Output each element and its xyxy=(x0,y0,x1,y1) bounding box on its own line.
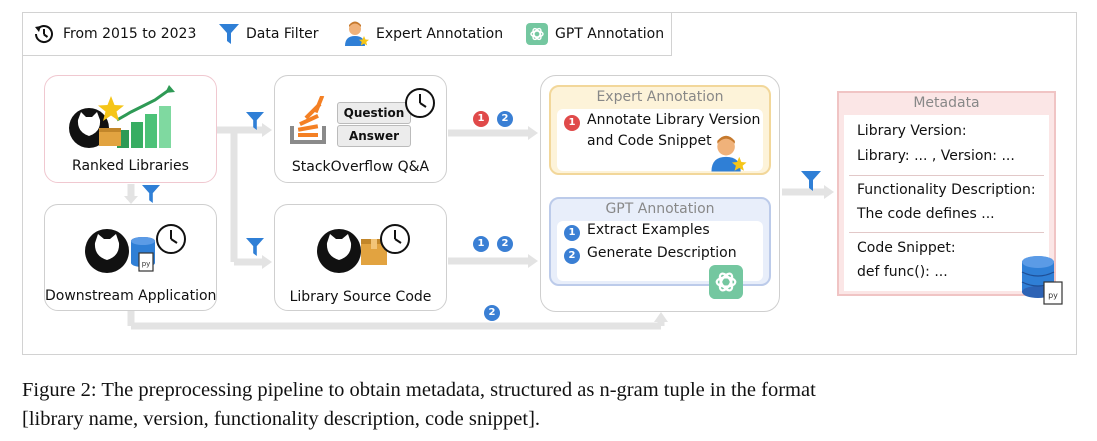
metadata-panel: Metadata Library Version: Library: ... ,… xyxy=(837,91,1056,296)
filter-funnel-icon xyxy=(246,238,264,256)
library-source-code-node: Library Source Code xyxy=(274,204,447,311)
caption-line-1: Figure 2: The preprocessing pipeline to … xyxy=(22,379,816,401)
downstream-application-label: Downstream Application xyxy=(45,288,217,304)
expert-person-icon xyxy=(711,135,747,172)
svg-text:py: py xyxy=(142,260,151,268)
gpt-step1-label: Extract Examples xyxy=(587,222,710,238)
metadata-line: Functionality Description: xyxy=(857,182,1036,198)
filter-funnel-icon xyxy=(246,112,264,130)
legend-gpt-label: GPT Annotation xyxy=(555,26,665,42)
annotation-container: Expert Annotation 1 Annotate Library Ver… xyxy=(540,75,780,312)
gpt-step2-label: Generate Description xyxy=(587,245,737,261)
metadata-line: Library Version: xyxy=(857,123,967,139)
expert-step1-label-cont: and Code Snippet xyxy=(587,133,712,149)
ranked-libraries-node: Ranked Libraries xyxy=(44,75,217,183)
metadata-line: The code defines ... xyxy=(857,206,995,222)
metadata-divider xyxy=(849,175,1044,176)
filter-funnel-icon xyxy=(219,24,239,44)
ranked-libraries-label: Ranked Libraries xyxy=(72,158,189,174)
filter-funnel-icon xyxy=(142,185,160,203)
expert-person-icon xyxy=(345,21,369,46)
expert-step1-label: Annotate Library Version xyxy=(587,112,761,128)
clock-history-icon xyxy=(34,25,53,43)
legend-filter-label: Data Filter xyxy=(246,26,319,42)
stackoverflow-label: StackOverflow Q&A xyxy=(291,159,430,175)
step-badge-2: 2 xyxy=(564,248,580,264)
github-app-icon: py xyxy=(85,224,186,273)
question-tag: Question xyxy=(337,102,411,124)
stackoverflow-node: Question Answer StackOverflow Q&A xyxy=(274,75,447,183)
step-badge-1: 1 xyxy=(473,236,489,252)
figure-caption: Figure 2: The preprocessing pipeline to … xyxy=(22,376,1082,434)
stackoverflow-logo-icon xyxy=(290,96,326,144)
metadata-inner xyxy=(844,115,1049,291)
gpt-logo-icon xyxy=(709,265,743,299)
legend-expert-label: Expert Annotation xyxy=(376,26,504,42)
legend-filter: Data Filter xyxy=(219,13,319,55)
filter-funnel-icon xyxy=(801,171,821,191)
svg-text:py: py xyxy=(1048,291,1058,300)
expert-panel-title: Expert Annotation xyxy=(596,89,724,105)
github-ranking-icon xyxy=(69,85,175,148)
answer-tag: Answer xyxy=(337,125,411,147)
legend-expert: Expert Annotation xyxy=(345,13,503,55)
metadata-divider xyxy=(849,232,1044,233)
legend-time: From 2015 to 2023 xyxy=(32,13,196,55)
step-badge-2: 2 xyxy=(497,236,513,252)
legend-time-label: From 2015 to 2023 xyxy=(63,26,197,42)
metadata-line: Library: ... , Version: ... xyxy=(857,148,1015,164)
metadata-line: Code Snippet: xyxy=(857,240,956,256)
expert-annotation-panel: Expert Annotation 1 Annotate Library Ver… xyxy=(549,85,771,175)
gpt-panel-title: GPT Annotation xyxy=(605,201,715,217)
downstream-application-node: py Downstream Application xyxy=(44,204,217,311)
metadata-title: Metadata xyxy=(913,95,980,111)
legend: From 2015 to 2023 Data Filter Expert Ann… xyxy=(23,13,672,56)
metadata-line: def func(): ... xyxy=(857,264,948,280)
gpt-annotation-panel: GPT Annotation 1 Extract Examples 2 Gene… xyxy=(549,197,771,299)
database-file-icon: py xyxy=(1021,256,1063,305)
github-package-icon xyxy=(317,224,410,273)
caption-line-2: [library name, version, functionality de… xyxy=(22,408,541,430)
legend-gpt: GPT Annotation xyxy=(526,13,664,55)
step-badge-1: 1 xyxy=(564,225,580,241)
step-badge-2: 2 xyxy=(497,111,513,127)
step-badge-1: 1 xyxy=(564,115,580,131)
library-source-code-label: Library Source Code xyxy=(289,289,432,305)
step-badge-1: 1 xyxy=(473,111,489,127)
clock-icon xyxy=(405,88,435,118)
step-badge-2: 2 xyxy=(484,305,500,321)
gpt-logo-icon xyxy=(526,23,548,45)
